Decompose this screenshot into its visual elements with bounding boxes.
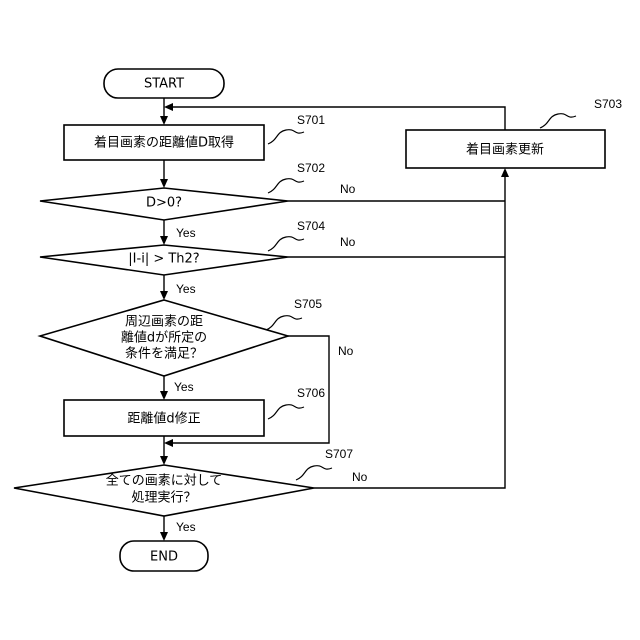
s702-leader bbox=[268, 179, 304, 193]
s705-label-line-1: 周辺画素の距 bbox=[125, 315, 203, 330]
s705-label-line-2: 離値dが所定の bbox=[121, 330, 207, 346]
s707-label-line-1: 全ての画素に対して bbox=[106, 473, 223, 489]
s705-ref: S705 bbox=[294, 297, 322, 311]
connector-s707-no bbox=[314, 174, 505, 488]
s704-leader bbox=[268, 237, 304, 251]
s706-ref: S706 bbox=[297, 386, 325, 400]
arrow-into-s706 bbox=[160, 391, 168, 400]
arrow-into-s702 bbox=[160, 179, 168, 188]
s704-no-label: No bbox=[340, 235, 356, 249]
arrow-into-s701 bbox=[160, 116, 168, 125]
s702-label: D>0? bbox=[146, 196, 182, 211]
s701-label: 着目画素の距離値D取得 bbox=[94, 135, 234, 151]
arrow-into-s705 bbox=[160, 291, 168, 300]
arrow-into-s703 bbox=[501, 168, 509, 177]
s701-ref: S701 bbox=[297, 113, 325, 127]
s703-ref: S703 bbox=[594, 97, 622, 111]
s703-label: 着目画素更新 bbox=[466, 142, 544, 158]
s707-yes-label: Yes bbox=[176, 520, 196, 534]
arrow-loop-merge bbox=[164, 103, 173, 111]
s702-yes-label: Yes bbox=[176, 226, 196, 240]
s707-label-line-2: 処理実行？ bbox=[131, 490, 196, 506]
arrow-into-s704 bbox=[160, 236, 168, 245]
arrow-into-s707 bbox=[160, 456, 168, 465]
s704-yes-label: Yes bbox=[176, 282, 196, 296]
arrow-into-end bbox=[160, 532, 168, 541]
s704-label: |I-i| > Th2? bbox=[128, 252, 199, 267]
s702-no-label: No bbox=[340, 182, 356, 196]
s706-label: 距離値d修正 bbox=[127, 411, 200, 427]
end-label: END bbox=[150, 550, 178, 565]
s701-leader bbox=[268, 130, 304, 144]
s704-ref: S704 bbox=[297, 219, 325, 233]
arrow-s705-no-merge bbox=[164, 439, 173, 447]
s707-leader bbox=[296, 466, 332, 480]
s705-yes-label: Yes bbox=[174, 380, 194, 394]
start-label: START bbox=[144, 77, 184, 92]
s707-ref: S707 bbox=[325, 447, 353, 461]
s705-leader bbox=[266, 316, 302, 330]
s702-ref: S702 bbox=[297, 161, 325, 175]
s705-no-label: No bbox=[338, 344, 354, 358]
s705-label-line-3: 条件を満足？ bbox=[125, 346, 203, 362]
s707-no-label: No bbox=[352, 470, 368, 484]
s703-leader bbox=[540, 114, 576, 128]
s706-leader bbox=[268, 405, 304, 419]
